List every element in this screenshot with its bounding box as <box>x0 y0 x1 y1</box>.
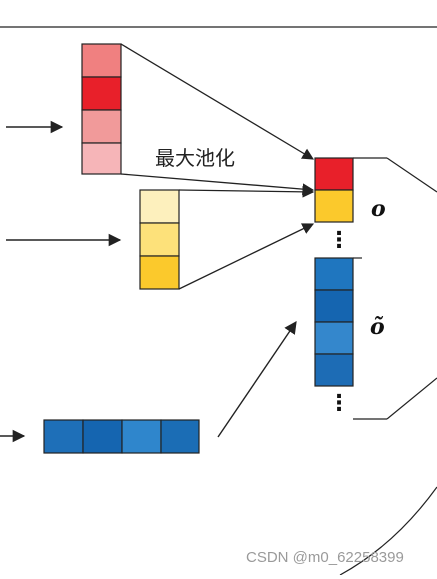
yellow-cell-1 <box>139 189 180 224</box>
blue-feature-column <box>314 257 354 387</box>
blue-col-cell-3 <box>314 321 354 355</box>
yellow-cell-2 <box>139 222 180 257</box>
o-tilde-label: õ <box>370 314 385 340</box>
blue-col-cell-1 <box>314 257 354 291</box>
blue-row-cell-1 <box>43 419 84 454</box>
pool-line-yellow-bottom <box>178 223 315 290</box>
red-feature-column <box>81 43 122 175</box>
blue-transform-arrow <box>217 320 297 438</box>
yellow-cell-3 <box>139 255 180 290</box>
ellipsis-lower: ⋮ <box>328 391 350 416</box>
yellow-feature-column <box>139 189 180 290</box>
blue-row-cell-2 <box>82 419 123 454</box>
pool-line-red-top <box>120 43 315 160</box>
o-label: o <box>371 196 386 222</box>
bracket-top-diagonal <box>386 157 437 193</box>
ellipsis-upper: ⋮ <box>328 228 350 253</box>
blue-col-cell-2 <box>314 289 354 323</box>
blue-row-cell-4 <box>160 419 200 454</box>
pooled-output-o <box>314 157 354 223</box>
pooled-red-cell <box>314 157 354 191</box>
blue-col-cell-4 <box>314 353 354 387</box>
pool-line-yellow-top <box>178 185 315 198</box>
red-cell-4 <box>81 142 122 175</box>
pool-line-red-bottom <box>120 173 315 195</box>
max-pooling-label: 最大池化 <box>155 146 235 170</box>
red-cell-1 <box>81 43 122 78</box>
blue-feature-row <box>43 419 200 454</box>
bottom-curve <box>339 486 437 576</box>
blue-row-cell-3 <box>121 419 162 454</box>
pooled-yellow-cell <box>314 189 354 223</box>
red-cell-3 <box>81 109 122 144</box>
red-cell-2 <box>81 76 122 111</box>
bracket-bottom-diagonal <box>386 377 437 420</box>
watermark: CSDN @m0_62258399 <box>246 549 404 566</box>
